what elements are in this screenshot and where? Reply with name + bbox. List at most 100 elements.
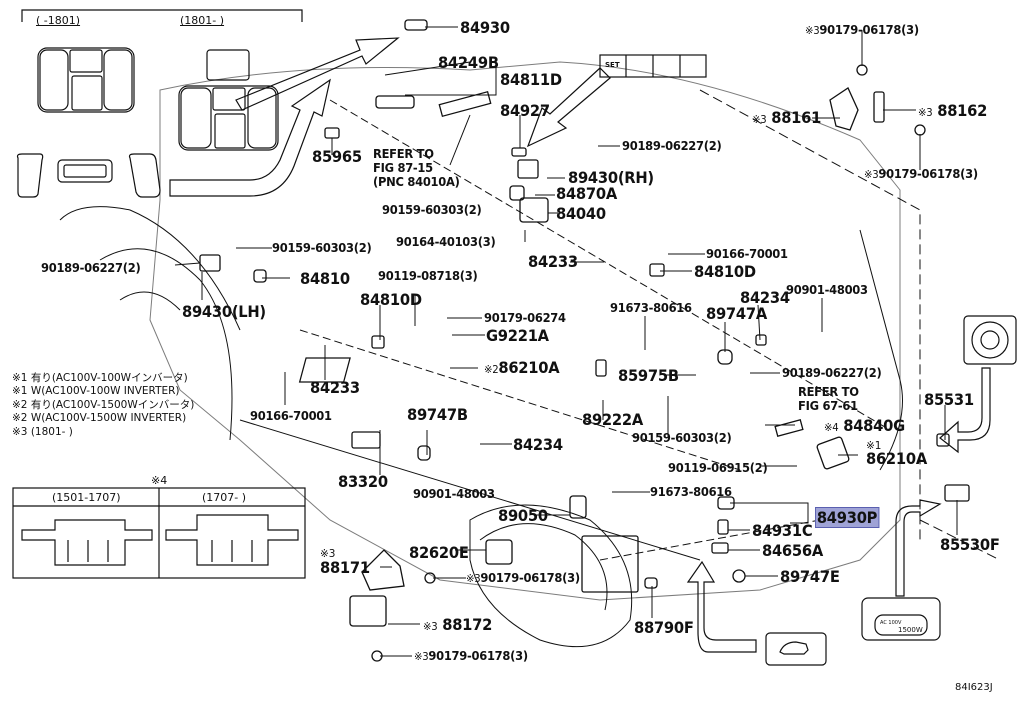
part-label-86210A-c[interactable]: ※286210A xyxy=(484,358,560,377)
part-label-90901-48003-c[interactable]: 90901-48003 xyxy=(413,486,495,501)
part-label-90159-60303-a[interactable]: 90159-60303(2) xyxy=(382,202,482,217)
arrow-to-memory xyxy=(526,67,611,148)
inset-header-new: (1801- ) xyxy=(180,14,225,27)
note-mark-3-88171: ※3 xyxy=(320,548,336,560)
slide-door-switch-panel-old xyxy=(37,47,135,113)
part-84810D-r xyxy=(649,263,665,277)
part-battery xyxy=(581,535,639,593)
rear-switch-left xyxy=(16,153,44,198)
vehicle-body-outline xyxy=(59,61,1001,648)
part-label-90179-06178-b2[interactable]: ※390179-06178(3) xyxy=(414,648,528,663)
part-label-90119-08718[interactable]: 90119-08718(3) xyxy=(378,268,478,283)
part-label-85965[interactable]: 85965 xyxy=(312,147,362,166)
part-84931C xyxy=(717,519,729,535)
part-88162 xyxy=(873,91,885,123)
part-label-82620E[interactable]: 82620E xyxy=(409,543,469,562)
part-label-84234-c[interactable]: 84234 xyxy=(513,435,563,454)
part-84656A xyxy=(711,542,729,554)
part-84870A xyxy=(509,185,525,201)
part-label-84931C[interactable]: 84931C xyxy=(752,521,813,540)
refer-to-2-line2[interactable]: FIG 67-61 xyxy=(798,398,858,413)
part-label-85531[interactable]: 85531 xyxy=(924,390,974,409)
back-door-icon xyxy=(779,641,809,655)
part-label-84656A[interactable]: 84656A xyxy=(762,541,823,560)
slide-door-switch-panel-new xyxy=(178,49,279,151)
part-label-90189-06227-mid[interactable]: 90189-06227(2) xyxy=(782,365,882,380)
part-label-84810D-l[interactable]: 84810D xyxy=(360,290,422,309)
note-1-en: ※1 W(AC100V-100W INVERTER) xyxy=(12,385,180,397)
part-label-88171[interactable]: 88171 xyxy=(320,558,370,577)
part-83320 xyxy=(351,431,381,449)
part-label-90119-06915[interactable]: 90119-06915(2) xyxy=(668,460,768,475)
part-85965 xyxy=(324,127,340,139)
part-label-84040[interactable]: 84040 xyxy=(556,204,606,223)
connector-table-col2: (1707- ) xyxy=(202,491,247,504)
part-label-84810[interactable]: 84810 xyxy=(300,269,350,288)
part-label-89747B[interactable]: 89747B xyxy=(407,405,468,424)
figure-id: 84I623J xyxy=(955,682,993,693)
part-label-89050[interactable]: 89050 xyxy=(498,506,548,525)
part-label-90189-06227-left[interactable]: 90189-06227(2) xyxy=(41,260,141,275)
part-84810D-l xyxy=(371,335,385,349)
part-label-89747A[interactable]: 89747A xyxy=(706,304,767,323)
arrow-to-84811D xyxy=(235,37,400,111)
part-label-84930P[interactable]: 84930P xyxy=(815,507,880,528)
part-label-90189-06227-top[interactable]: 90189-06227(2) xyxy=(622,138,722,153)
part-label-84233-b[interactable]: 84233 xyxy=(310,378,360,397)
part-84927 xyxy=(511,147,527,157)
part-label-84870A[interactable]: 84870A xyxy=(556,184,617,203)
part-label-84811D[interactable]: 84811D xyxy=(500,70,562,89)
part-label-89430-rh[interactable]: 89430(RH) xyxy=(568,168,654,187)
part-label-89747E[interactable]: 89747E xyxy=(780,567,840,586)
part-label-88790F[interactable]: 88790F xyxy=(634,618,694,637)
part-label-84930[interactable]: 84930 xyxy=(460,18,510,37)
note-mark-4: ※4 xyxy=(824,421,839,434)
part-label-84234-r[interactable]: 84234 xyxy=(740,288,790,307)
part-label-89430-lh[interactable]: 89430(LH) xyxy=(182,302,266,321)
part-label-86210A-r[interactable]: 86210A xyxy=(866,449,927,468)
part-label-85530F[interactable]: 85530F xyxy=(940,535,1000,554)
inset-bracket xyxy=(21,9,303,22)
part-label-88172[interactable]: ※3 88172 xyxy=(423,615,493,634)
part-label-89222A[interactable]: 89222A xyxy=(582,410,643,429)
part-label-90166-70001-l[interactable]: 90166-70001 xyxy=(250,408,332,423)
part-label-91673-80616-a[interactable]: 91673-80616 xyxy=(610,300,692,315)
arrow-to-85530F xyxy=(895,499,942,597)
part-label-84249B[interactable]: 84249B xyxy=(438,53,499,72)
part-88161 xyxy=(829,87,859,131)
note-2-en: ※2 W(AC100V-1500W INVERTER) xyxy=(12,412,187,424)
part-label-G9221A[interactable]: G9221A xyxy=(486,326,549,345)
inverter-badge-line2: 1500W xyxy=(898,626,923,634)
part-89747A xyxy=(717,349,733,365)
part-label-91673-80616-b[interactable]: 91673-80616 xyxy=(650,484,732,499)
inset-header-old: ( -1801) xyxy=(36,14,81,27)
part-label-90159-60303-b[interactable]: 90159-60303(2) xyxy=(272,240,372,255)
arrow-to-84656A xyxy=(686,560,757,653)
part-label-90164-40103[interactable]: 90164-40103(3) xyxy=(396,234,496,249)
part-label-90901-48003-r[interactable]: 90901-48003 xyxy=(786,282,868,297)
part-85531 xyxy=(936,433,950,447)
part-label-84233-a[interactable]: 84233 xyxy=(528,252,578,271)
part-label-90179-06274[interactable]: 90179-06274 xyxy=(484,310,566,325)
part-label-84810D-r[interactable]: 84810D xyxy=(694,262,756,281)
part-label-84927[interactable]: 84927 xyxy=(500,101,550,120)
connector-table xyxy=(12,487,306,579)
part-82620E xyxy=(485,539,513,565)
part-label-90179-06178-tr2[interactable]: ※390179-06178(3) xyxy=(864,166,978,181)
part-label-84840G[interactable]: ※4 84840G xyxy=(824,416,905,435)
part-label-85975B[interactable]: 85975B xyxy=(618,366,679,385)
part-label-90166-70001-r[interactable]: 90166-70001 xyxy=(706,246,788,261)
part-label-83320[interactable]: 83320 xyxy=(338,472,388,491)
leader-lines xyxy=(174,26,958,657)
part-label-90179-06178-tr1[interactable]: ※390179-06178(3) xyxy=(805,22,919,37)
part-label-88162[interactable]: ※3 88162 xyxy=(918,101,988,120)
part-label-88161[interactable]: ※3 88161 xyxy=(752,108,822,127)
part-89747E xyxy=(732,569,746,583)
part-label-90179-06178-b1[interactable]: ※390179-06178(3) xyxy=(466,570,580,585)
note-mark-1: ※1 xyxy=(866,440,882,452)
back-door-switch-inset xyxy=(765,632,827,666)
part-label-90159-60303-c[interactable]: 90159-60303(2) xyxy=(632,430,732,445)
refer-to-line2[interactable]: FIG 87-15 xyxy=(373,160,433,175)
selected-part-highlight[interactable]: 84930P xyxy=(815,507,880,528)
